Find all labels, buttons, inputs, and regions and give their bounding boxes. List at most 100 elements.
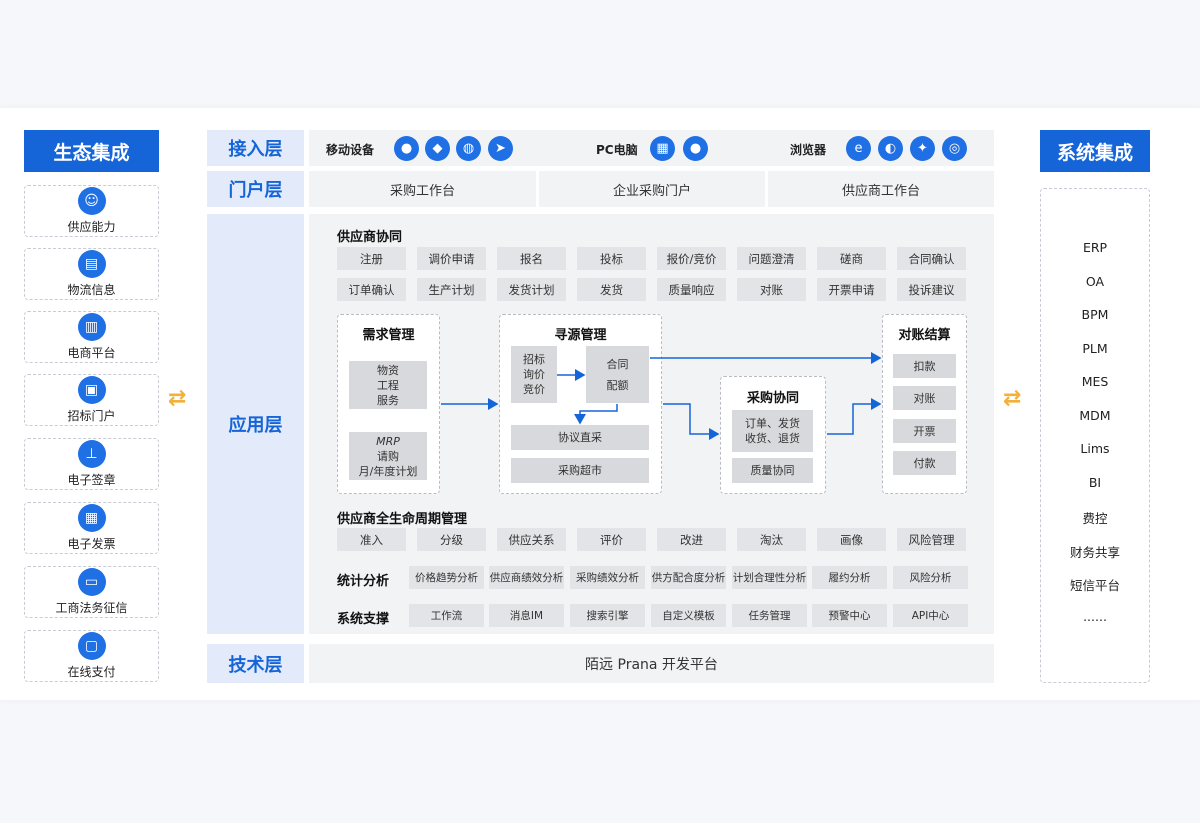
supplier-collab-item: 投诉建议	[897, 278, 966, 301]
system-item: 财务共享	[1069, 545, 1120, 560]
demand-types-box: 物资工程服务	[349, 361, 427, 409]
firefox-icon: ◐	[878, 136, 903, 161]
ecosystem-item: ☺供应能力	[24, 185, 159, 237]
lifecycle-item: 淘汰	[737, 528, 806, 551]
supplier-collab-item: 开票申请	[817, 278, 886, 301]
apple-icon: ●	[683, 136, 708, 161]
arrow-purchase-to-settlement	[827, 398, 882, 435]
ecosystem-item-label: 工商法务征信	[55, 601, 128, 615]
ecosystem-item: ▦ 电子发票	[24, 502, 159, 554]
supplier-collab-item: 发货计划	[497, 278, 566, 301]
invoice-icon: ▦	[77, 504, 106, 532]
supplier-collab-item: 注册	[337, 247, 406, 270]
system-item: ERP	[1082, 240, 1108, 255]
settlement-title: 对账结算	[898, 328, 951, 343]
layer-portal: 门户层	[207, 171, 304, 207]
demand-mrp: MRP	[376, 434, 400, 448]
settlement-reconcile: 对账	[893, 386, 956, 410]
android-icon: ◆	[425, 136, 450, 161]
arrow-contract-to-agreement	[574, 404, 618, 425]
ecosystem-item-label: 招标门户	[67, 409, 116, 423]
supplier-collab-item: 磋商	[817, 247, 886, 270]
support-item: 工作流	[409, 604, 484, 627]
agreement-direct-purchase: 协议直采	[511, 425, 649, 450]
document-icon: ▣	[77, 376, 106, 404]
stats-item: 采购绩效分析	[570, 566, 645, 589]
sourcing-inquiry: 询价	[523, 368, 545, 381]
system-item: ......	[1083, 609, 1107, 624]
ecosystem-item-label: 在线支付	[67, 665, 116, 679]
purchase-collab-title: 采购协同	[746, 391, 799, 406]
supplier-collab-title: 供应商协同	[337, 230, 403, 245]
layer-application: 应用层	[207, 214, 304, 634]
ecosystem-item: ▢ 在线支付	[24, 630, 159, 682]
system-item: 短信平台	[1069, 578, 1120, 593]
layer-technology: 技术层	[207, 644, 304, 683]
portal-procurement-workbench: 采购工作台	[309, 171, 536, 207]
supplier-collab-item: 报名	[497, 247, 566, 270]
apple-icon: ●	[394, 136, 419, 161]
system-item: 费控	[1082, 511, 1108, 526]
support-item: 预警中心	[812, 604, 887, 627]
ecosystem-item-label: 供应能力	[67, 220, 116, 234]
receipt-return-label: 收货、退货	[745, 432, 800, 445]
support-title: 系统支撑	[337, 612, 390, 627]
support-item: 任务管理	[732, 604, 807, 627]
mobile-label: 移动设备	[326, 143, 375, 157]
ecosystem-item-label: 电子发票	[67, 537, 116, 551]
supplier-collab-item: 发货	[577, 278, 646, 301]
ecosystem-item: ▣ 招标门户	[24, 374, 159, 426]
system-item: MDM	[1079, 408, 1111, 423]
supplier-collab-item: 生产计划	[417, 278, 486, 301]
lifecycle-item: 画像	[817, 528, 886, 551]
lifecycle-item: 改进	[657, 528, 726, 551]
stats-item: 供方配合度分析	[651, 566, 726, 589]
sourcing-bidding: 竞价	[523, 383, 545, 396]
order-delivery-label: 订单、发货	[745, 417, 800, 430]
demand-requisition: 请购	[377, 449, 399, 463]
supplier-collab-item: 问题澄清	[737, 247, 806, 270]
system-item: BI	[1088, 475, 1102, 490]
quality-collab-box: 质量协同	[732, 458, 813, 483]
lifecycle-item: 评价	[577, 528, 646, 551]
system-item: BPM	[1081, 307, 1109, 322]
supplier-collab-item: 报价/竞价	[657, 247, 726, 270]
ecosystem-title: 生态集成	[24, 130, 159, 172]
pc-label: PC电脑	[596, 143, 638, 157]
support-item: API中心	[893, 604, 968, 627]
ecosystem-item: ▭工商法务征信	[24, 566, 159, 618]
portal-enterprise-procurement: 企业采购门户	[539, 171, 765, 207]
ie-icon: e	[846, 136, 871, 161]
order-delivery-box: 订单、发货收货、退货	[732, 410, 813, 452]
stats-item: 履约分析	[812, 566, 887, 589]
supplier-collab-item: 对账	[737, 278, 806, 301]
ecosystem-item-label: 电商平台	[67, 346, 116, 360]
lifecycle-item: 供应关系	[497, 528, 566, 551]
wechat-icon: ◍	[456, 136, 481, 161]
payment-icon: ▢	[77, 632, 106, 660]
arrow-sourcing-to-purchase	[663, 403, 720, 440]
system-item: PLM	[1082, 341, 1108, 356]
settlement-payment: 付款	[893, 451, 956, 475]
stats-item: 计划合理性分析	[732, 566, 807, 589]
lifecycle-title: 供应商全生命周期管理	[337, 512, 468, 527]
cart-icon: ▥	[77, 313, 106, 341]
lifecycle-item: 准入	[337, 528, 406, 551]
stats-item: 风险分析	[893, 566, 968, 589]
contract-quota-box: 合同配额	[586, 346, 649, 403]
tech-platform: 陌远 Prana 开发平台	[309, 644, 994, 683]
contract-label: 合同	[606, 357, 629, 371]
demand-management-title: 需求管理	[362, 328, 415, 343]
ecosystem-item: ▥ 电商平台	[24, 311, 159, 363]
sourcing-methods-box: 招标询价竞价	[511, 346, 557, 403]
support-item: 消息IM	[489, 604, 564, 627]
dingtalk-icon: ➤	[488, 136, 513, 161]
truck-icon: ▤	[77, 250, 106, 278]
ecosystem-item-label: 电子签章	[67, 473, 116, 487]
stats-item: 价格趋势分析	[409, 566, 484, 589]
system-item: OA	[1085, 274, 1105, 289]
demand-type-engineering: 工程	[377, 378, 399, 392]
stamp-icon: ⊥	[77, 440, 106, 468]
